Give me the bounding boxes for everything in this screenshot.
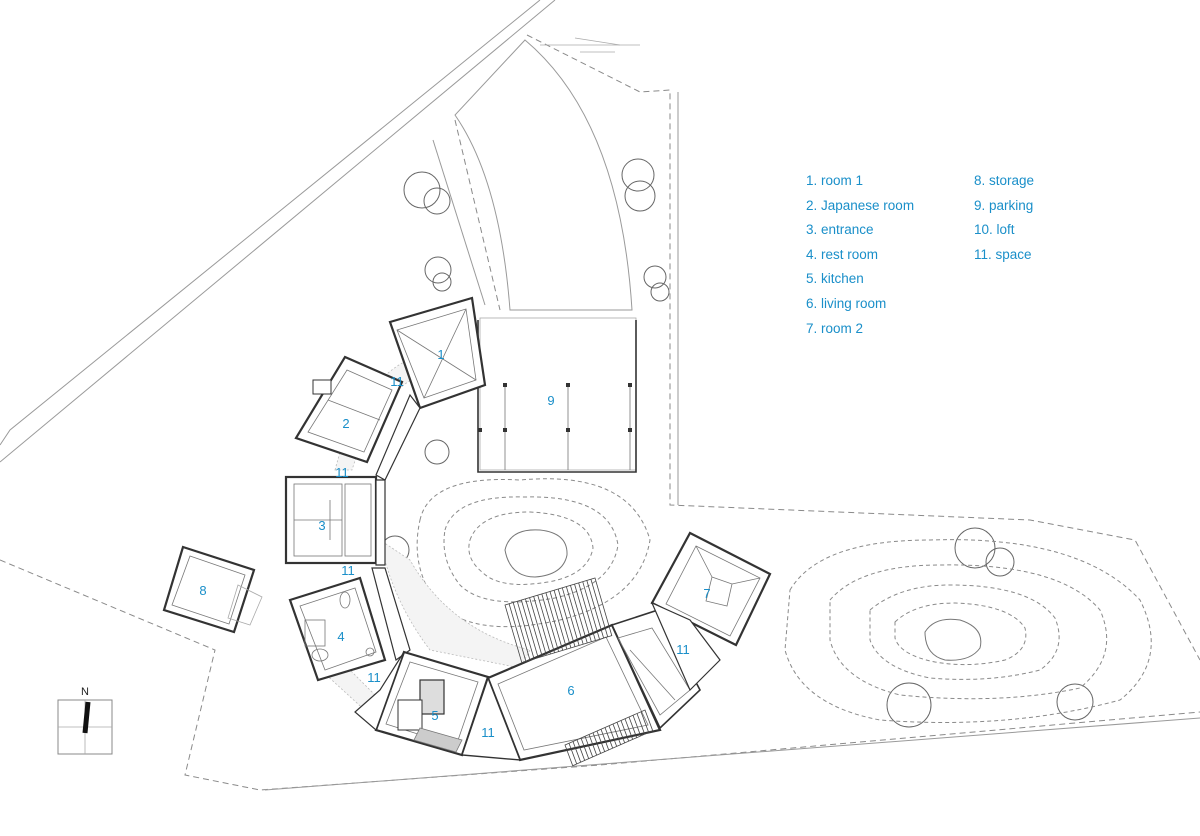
label-room-2: 2	[342, 416, 349, 431]
deck-board	[616, 722, 626, 744]
deck-board	[582, 581, 600, 640]
legend-item: 9. parking	[974, 197, 1034, 213]
deck-board	[574, 584, 592, 642]
legend-item: 11. space	[974, 246, 1032, 262]
label-space-11-d: 11	[367, 670, 381, 685]
deck-board	[565, 586, 584, 645]
deck-board	[612, 723, 622, 745]
deck-board	[529, 597, 547, 656]
legend-item: 2. Japanese room	[806, 197, 915, 213]
garden-contours	[784, 539, 1152, 723]
site-boundary	[0, 0, 1200, 791]
connector-band	[371, 393, 421, 661]
deck-board	[516, 601, 535, 660]
entrance	[284, 475, 378, 565]
deck-board	[557, 588, 576, 647]
legend-column-right: 8. storage 9. parking 10. loft 11. space	[974, 172, 1034, 270]
deck-board	[570, 585, 588, 644]
room-labels: 1 2 3 4 5 6 7 8 9 11 11 11 11 11 11	[199, 347, 710, 740]
legend-item: 4. rest room	[806, 246, 879, 262]
deck-board	[640, 711, 650, 733]
label-space-11-f: 11	[676, 642, 690, 657]
deck-board	[596, 730, 606, 752]
room-1	[388, 296, 487, 410]
deck-board	[584, 736, 594, 758]
compass-icon	[57, 699, 113, 755]
parking-approach	[454, 37, 640, 311]
label-space-11-a: 11	[390, 374, 404, 389]
legend-column-left: 1. room 1 2. Japanese room 3. entrance 4…	[806, 172, 914, 344]
label-space-11-c: 11	[341, 563, 355, 578]
deck-board	[508, 603, 527, 662]
deck-board	[600, 729, 610, 751]
legend: 1. room 1 2. Japanese room 3. entrance 4…	[806, 172, 1066, 342]
legend-item: 5. kitchen	[806, 271, 864, 287]
deck-board	[628, 716, 638, 738]
label-room-6: 6	[567, 683, 574, 698]
deck-board	[592, 732, 602, 754]
label-room-9: 9	[547, 393, 554, 408]
label-room-1: 1	[437, 347, 444, 362]
deck-board	[604, 727, 614, 749]
north-arrow: N	[57, 686, 113, 756]
deck-board	[586, 580, 605, 639]
deck-board	[525, 598, 543, 657]
deck-board	[632, 715, 642, 737]
storage	[162, 545, 263, 634]
legend-item: 1. room 1	[806, 173, 864, 188]
deck-board	[537, 595, 555, 653]
deck-board	[636, 713, 646, 735]
deck-board	[624, 718, 634, 740]
legend-item: 6. living room	[806, 295, 887, 311]
label-room-8: 8	[199, 583, 206, 598]
trees	[380, 158, 1094, 728]
deck-board	[590, 579, 609, 637]
deck-board	[620, 720, 630, 742]
label-room-4: 4	[337, 629, 344, 644]
deck-outline	[504, 577, 613, 664]
courtyard-contours	[416, 478, 651, 628]
deck-board	[545, 592, 564, 651]
deck-board	[572, 741, 582, 763]
wedge-spaces	[354, 601, 721, 761]
legend-item: 8. storage	[974, 173, 1035, 188]
japanese-room	[294, 355, 404, 464]
deck-board	[608, 725, 618, 747]
deck-board	[520, 599, 539, 658]
deck-board	[541, 593, 560, 652]
deck-board	[588, 734, 598, 756]
rest-room	[288, 576, 387, 682]
deck-board	[512, 602, 531, 661]
north-label: N	[81, 686, 89, 698]
deck-steps	[504, 577, 613, 664]
legend-item: 7. room 2	[806, 320, 864, 336]
label-room-3: 3	[318, 518, 325, 533]
deck-board	[576, 739, 586, 761]
deck-outline	[564, 709, 654, 767]
parking-structure	[477, 317, 637, 473]
deck-board	[580, 737, 590, 759]
kitchen	[374, 650, 490, 757]
deck-board	[553, 590, 572, 648]
deck-board	[568, 743, 578, 765]
legend-item: 3. entrance	[806, 222, 874, 238]
deck-board	[549, 591, 568, 650]
label-space-11-b: 11	[335, 465, 349, 480]
label-room-5: 5	[431, 708, 438, 723]
deck-board	[578, 582, 596, 641]
deck-board	[561, 587, 580, 646]
deck-board	[533, 596, 551, 655]
legend-item: 10. loft	[974, 222, 1015, 238]
label-room-7: 7	[703, 586, 710, 601]
label-space-11-e: 11	[481, 725, 495, 740]
deck-steps-south	[564, 709, 654, 767]
